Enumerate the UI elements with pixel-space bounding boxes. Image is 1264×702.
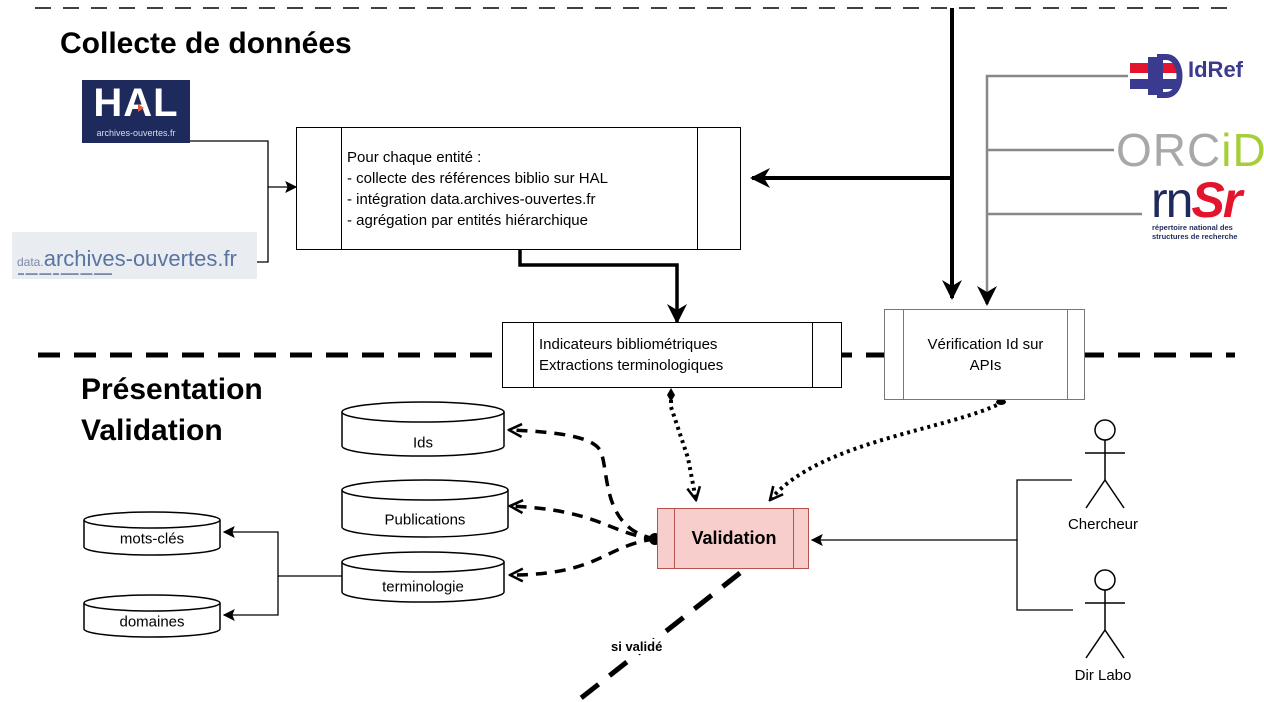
- edge-data-to-collect: [257, 187, 269, 263]
- datastore-publications-label: Publications: [384, 511, 466, 529]
- data-archives-prefix: data.: [17, 255, 44, 269]
- datastore-mots-cles-label: mots-clés: [119, 530, 185, 548]
- actor-chercheur-label: Chercheur: [1067, 516, 1139, 533]
- process-validation-label: Validation: [691, 528, 777, 548]
- process-verification[interactable]: Vérification Id sur APIs: [884, 309, 1085, 400]
- rnsr-logo-sr: Sr: [1191, 172, 1242, 228]
- actor-dirlabo-label: Dir Labo: [1074, 667, 1132, 684]
- orcid-logo-letters: ORC: [1116, 124, 1222, 176]
- process-indicateurs-line: Extractions terminologiques: [539, 357, 724, 374]
- edge-indicators-to-validation: [669, 393, 696, 500]
- process-indicateurs[interactable]: Indicateurs bibliométriques Extractions …: [502, 322, 842, 388]
- process-verification-line: Vérification Id sur: [927, 335, 1044, 353]
- edge-validation-to-terminologie: [510, 537, 656, 575]
- datastore-domaines-label: domaines: [119, 613, 185, 631]
- process-verification-body: Vérification Id sur APIs: [903, 310, 1068, 399]
- hal-logo-subtitle: archives-ouvertes.fr: [96, 128, 176, 138]
- edge-verification-to-validation: [770, 400, 1004, 500]
- actor-chercheur-icon: [1085, 419, 1125, 509]
- datastore-domaines: [83, 594, 221, 638]
- process-verification-line: APIs: [969, 356, 1002, 374]
- orcid-logo: ORCiD: [1116, 124, 1264, 176]
- process-indicateurs-body: Indicateurs bibliométriques Extractions …: [533, 323, 813, 387]
- orcid-logo-accent: iD: [1221, 124, 1264, 176]
- idref-mark-icon: [1130, 54, 1183, 98]
- idref-logo-text: IdRef: [1188, 57, 1243, 82]
- edge-idref-source: [985, 74, 1128, 304]
- process-collecte-body: Pour chaque entité : - collecte des réfé…: [341, 128, 698, 249]
- process-collecte-line: Pour chaque entité :: [347, 148, 482, 166]
- edge-collect-to-indicators: [518, 250, 687, 324]
- data-archives-name: archives-ouvertes.fr: [43, 246, 237, 271]
- hal-logo-accent-icon: [138, 104, 144, 112]
- rnsr-logo: rnSr répertoire national des structures …: [1148, 172, 1260, 246]
- process-validation[interactable]: Validation: [657, 508, 809, 569]
- section-title-collecte: Collecte de données: [60, 27, 352, 60]
- datastore-publications: [341, 479, 509, 538]
- hal-logo: HAL archives-ouvertes.fr: [82, 80, 190, 143]
- hal-logo-mark: HAL: [93, 81, 179, 125]
- edge-chercheur-to-validation: [810, 479, 1072, 546]
- process-collecte-line: - agrégation par entités hiérarchique: [347, 211, 588, 229]
- process-collecte[interactable]: Pour chaque entité : - collecte des réfé…: [296, 127, 741, 250]
- datastore-terminologie-label: terminologie: [382, 578, 464, 596]
- edge-dirlabo-to-validation: [1016, 540, 1073, 611]
- edge-validation-to-publications: [510, 506, 656, 541]
- edge-terminologie-to-motscles: [222, 526, 342, 577]
- process-collecte-line: - intégration data.archives-ouvertes.fr: [347, 190, 596, 208]
- data-archives-logo: data.archives-ouvertes.fr ▬ ▬▬ ▬▬ ▬ ▬▬▬ …: [12, 232, 257, 279]
- rnsr-tagline-line-2: structures de recherche: [1152, 232, 1238, 241]
- edge-terminologie-to-domaines: [222, 576, 279, 621]
- data-archives-logo-text: data.archives-ouvertes.fr: [17, 246, 237, 272]
- edge-validation-si-valide: [574, 571, 742, 702]
- process-validation-body: Validation: [674, 509, 794, 568]
- rnsr-logo-rn: rn: [1151, 172, 1193, 228]
- datastore-ids: [341, 401, 505, 457]
- datastore-mots-cles: [83, 511, 221, 556]
- data-archives-logo-subline: ▬ ▬▬ ▬▬ ▬ ▬▬▬ ▬▬ ▬▬▬: [18, 271, 113, 277]
- rnsr-logo-mark: rnSr: [1151, 172, 1242, 228]
- rnsr-tagline-line-1: répertoire national des: [1152, 223, 1233, 232]
- section-title-presentation: Présentation: [81, 373, 263, 406]
- rnsr-logo-tagline: répertoire national des structures de re…: [1152, 223, 1237, 241]
- edge-validation-to-ids: [509, 430, 656, 541]
- process-indicateurs-line: Indicateurs bibliométriques: [539, 336, 718, 353]
- datastore-ids-label: Ids: [412, 434, 434, 452]
- edge-hal-to-collect: [190, 140, 298, 193]
- actor-dirlabo-icon: [1085, 569, 1125, 659]
- process-collecte-line: - collecte des références biblio sur HAL: [347, 169, 608, 187]
- section-title-validation: Validation: [81, 414, 223, 447]
- edge-label-si-valide: si validé: [608, 639, 666, 654]
- idref-logo: IdRef: [1130, 55, 1250, 97]
- datastore-terminologie: [341, 551, 505, 603]
